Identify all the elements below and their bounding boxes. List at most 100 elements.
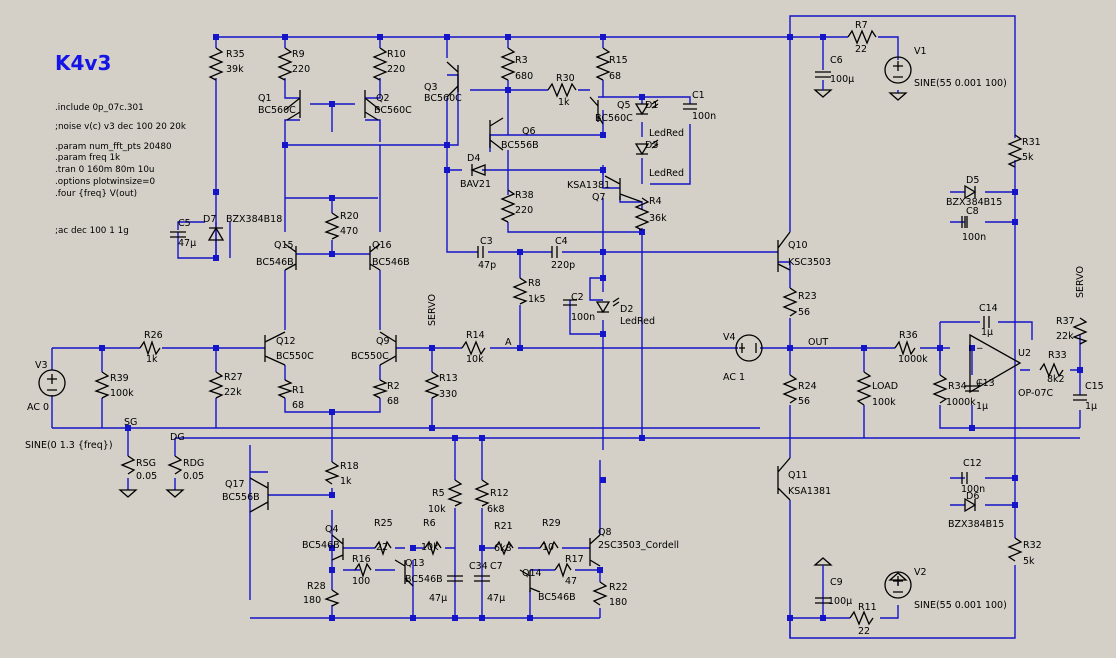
q17-value: BC556B [222,492,260,503]
r14-value: 10k [466,354,484,365]
v4-value: AC 1 [723,372,745,383]
net-servo-left: SERVO [427,294,438,326]
component-v4[interactable]: V4 AC 1 [723,332,745,383]
q14-refdes: Q14 [522,568,542,579]
d6-refdes: D6 [966,491,979,502]
r8-refdes: R8 [528,278,541,289]
r37-value: 22k [1056,331,1074,342]
v1-refdes: V1 [914,46,927,57]
d7-refdes: D7 [203,214,216,225]
c3-value: 47p [478,260,496,271]
v4-refdes: V4 [723,332,736,343]
c13-refdes: C13 [976,378,995,389]
q1-value: BC560C [258,105,296,116]
d1-value: LedRed [649,128,684,139]
c9-refdes: C9 [830,577,843,588]
